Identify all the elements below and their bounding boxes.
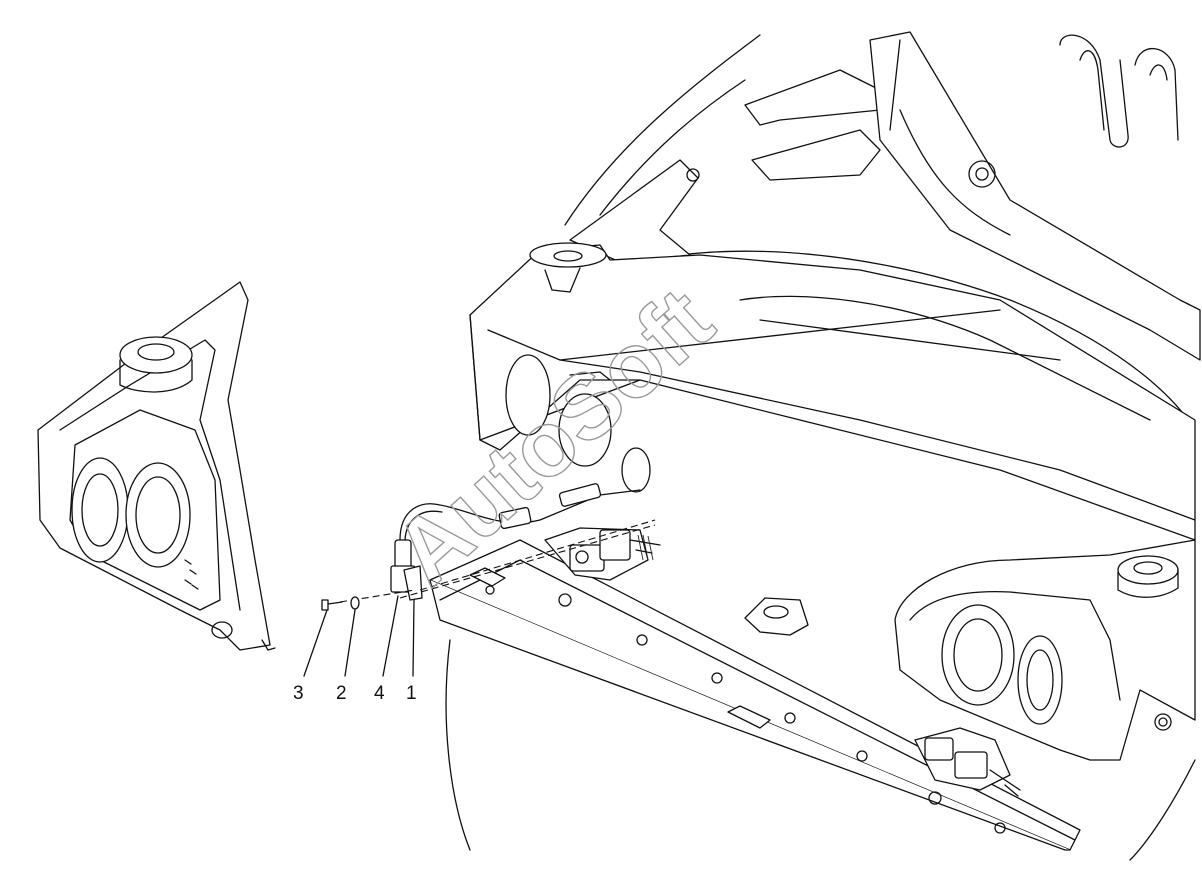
callout-2: 2: [336, 683, 347, 704]
callout-leaders: [303, 595, 415, 677]
screw: [321, 599, 343, 611]
scraper-bar: [429, 539, 1081, 851]
washer: [350, 596, 360, 610]
left-side-cover: [37, 281, 276, 651]
main-housing: [469, 242, 1196, 541]
latch-mechanism-left: [544, 527, 661, 581]
right-side-cover: [894, 539, 1196, 761]
tow-bracket: [744, 597, 809, 636]
latch-mechanism-right: [914, 727, 1021, 797]
callout-labels: 3 2 4 1: [293, 683, 417, 704]
upper-frame: [564, 31, 1201, 361]
callout-4: 4: [374, 683, 385, 704]
callout-1: 1: [406, 683, 417, 704]
callout-3: 3: [293, 683, 304, 704]
sensor-assembly: [390, 483, 641, 601]
